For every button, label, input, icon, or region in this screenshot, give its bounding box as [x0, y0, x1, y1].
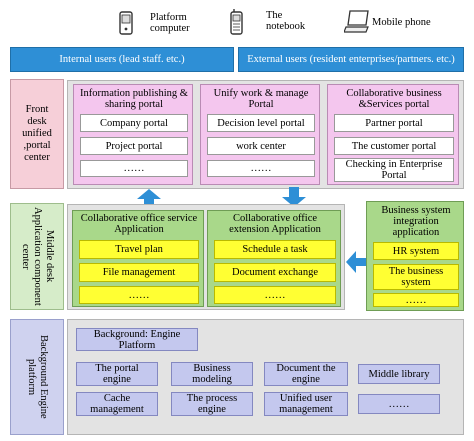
background-engine-title: Background: Engine Platform	[76, 328, 198, 351]
device-label: Mobile phone	[372, 17, 431, 28]
engine-cell: The process engine	[171, 392, 253, 416]
portal-item: Decision level portal	[207, 114, 315, 132]
portal-item: ……	[80, 160, 188, 177]
app-title: Collaborative office extension Applicati…	[229, 213, 321, 235]
app-item: Travel plan	[79, 240, 199, 259]
mobile-icon	[230, 9, 243, 35]
laptop-icon	[344, 10, 369, 33]
background-engine-title-text: Background: Engine Platform	[93, 328, 181, 351]
engine-cell: Cache management	[76, 392, 158, 416]
external-users-label: External users (resident enterprises/par…	[247, 54, 455, 65]
engine-cell: Middle library	[358, 364, 440, 384]
business-system-integration-app: Business system integration application …	[366, 201, 464, 311]
front-desk-label-box: Front desk unified ,portal center	[10, 79, 64, 189]
collaborative-office-service-app: Collaborative office service Application…	[72, 210, 204, 307]
app-item: Document exchange	[214, 263, 336, 282]
device-label: Platform computer	[150, 12, 190, 34]
down-arrow-icon	[282, 187, 306, 207]
portal-item: Company portal	[80, 114, 188, 132]
phone-icon	[119, 11, 133, 35]
internal-users-label: Internal users (lead staff. etc.)	[59, 54, 185, 65]
portal-item: Checking in Enterprise Portal	[334, 158, 454, 182]
device-label: The notebook	[266, 10, 306, 32]
portal-item: The customer portal	[334, 137, 454, 155]
app-item: The business system	[373, 264, 459, 290]
front-desk-label: Front desk unified ,portal center	[22, 104, 52, 163]
portal-collaborative-business: Collaborative business &Services portal …	[327, 84, 459, 185]
device-mobile-phone: Mobile phone	[344, 8, 469, 38]
up-arrow-icon	[137, 189, 161, 209]
portal-information-sharing: Information publishing & sharing portal …	[73, 84, 193, 185]
background-label-box: Background Engine platform	[10, 319, 64, 435]
app-title: Collaborative office service Application	[80, 213, 198, 235]
middle-desk-label-box: Middle desk Application component center	[10, 203, 64, 310]
portal-item: Partner portal	[334, 114, 454, 132]
internal-users-box: Internal users (lead staff. etc.)	[10, 47, 234, 72]
app-title: Business system integration application	[381, 204, 451, 238]
portal-item: Project portal	[80, 137, 188, 155]
left-arrow-icon	[346, 251, 366, 273]
portal-title: Collaborative business &Services portal	[346, 88, 442, 110]
portal-item: work center	[207, 137, 315, 155]
collaborative-office-extension-app: Collaborative office extension Applicati…	[207, 210, 341, 307]
device-notebook: The notebook	[224, 8, 324, 38]
portal-unify-work: Unify work & manage Portal Decision leve…	[200, 84, 320, 185]
external-users-box: External users (resident enterprises/par…	[238, 47, 464, 72]
engine-cell: The portal engine	[76, 362, 158, 386]
app-item: ……	[79, 286, 199, 304]
app-item: Schedule a task	[214, 240, 336, 259]
engine-cell: ……	[358, 394, 440, 414]
engine-cell: Unified user management	[264, 392, 348, 416]
portal-item: ……	[207, 160, 315, 177]
background-label: Background Engine platform	[26, 335, 49, 419]
engine-cell: Business modeling	[171, 362, 253, 386]
app-item: HR system	[373, 242, 459, 260]
middle-desk-label: Middle desk Application component center	[20, 207, 55, 306]
portal-title: Unify work & manage Portal	[213, 88, 309, 110]
portal-title: Information publishing & sharing portal	[80, 88, 188, 110]
app-item: ……	[214, 286, 336, 304]
device-platform-computer: Platform computer	[112, 8, 212, 38]
app-item: File management	[79, 263, 199, 282]
engine-cell: Document the engine	[264, 362, 348, 386]
app-item: ……	[373, 293, 459, 307]
